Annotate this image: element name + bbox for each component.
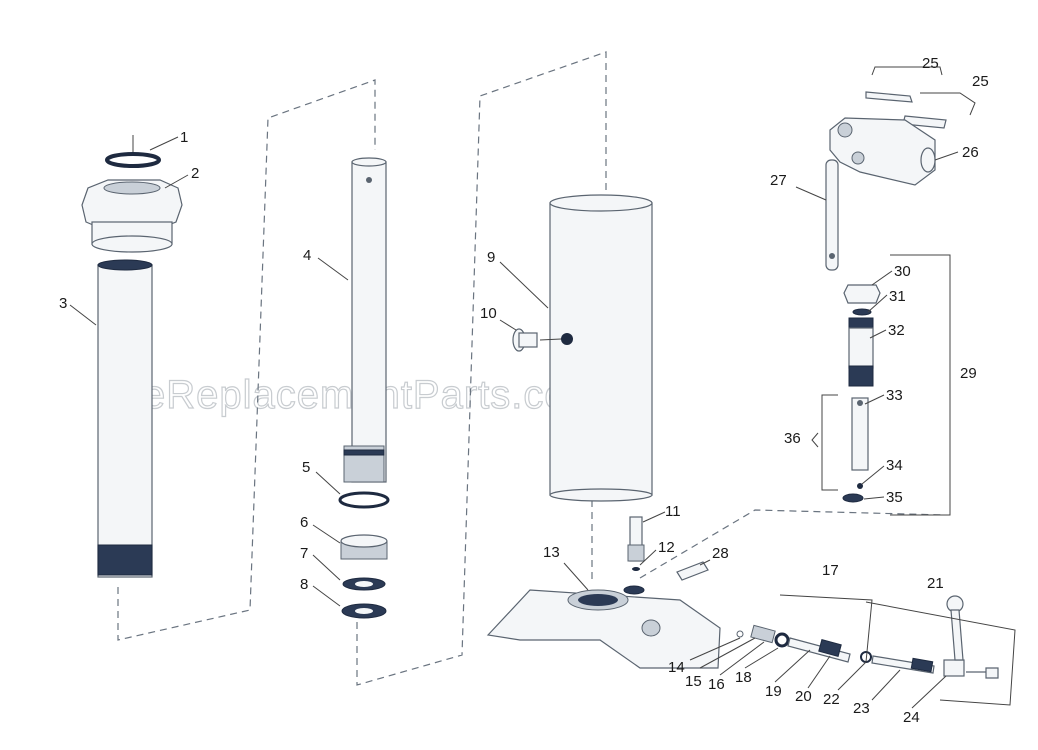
callout-1: 1	[180, 129, 188, 146]
callout-5: 5	[302, 459, 310, 476]
callout-13: 13	[543, 544, 560, 561]
callout-4: 4	[303, 247, 311, 264]
dashed-assembly-lines	[117, 51, 946, 686]
callout-34: 34	[886, 457, 903, 474]
part-10-fill-plug	[512, 328, 573, 352]
part-9-reservoir	[549, 194, 653, 502]
parts-22-24-pump	[860, 651, 999, 679]
callout-22: 22	[823, 691, 840, 708]
callout-16: 16	[708, 676, 725, 693]
part-13-base	[486, 585, 721, 669]
part-2-top-nut	[81, 179, 183, 253]
callout-2: 2	[191, 165, 199, 182]
callout-19: 19	[765, 683, 782, 700]
parts-30-35-plunger	[842, 284, 881, 503]
leader-lines	[69, 136, 959, 709]
callout-12: 12	[658, 539, 675, 556]
callout-labels: 1 2 3 4 5 6 7 8 9 10 11 12 13 14 15 16 1…	[59, 55, 989, 726]
callout-23: 23	[853, 700, 870, 717]
callout-8: 8	[300, 576, 308, 593]
callout-11: 11	[665, 503, 681, 520]
callout-33: 33	[886, 387, 903, 404]
parts-25-26-pump-head	[829, 91, 947, 186]
callout-25a: 25	[922, 55, 939, 72]
callout-30: 30	[894, 263, 911, 280]
callout-27: 27	[770, 172, 787, 189]
callout-24: 24	[903, 709, 920, 726]
callout-7: 7	[300, 545, 308, 562]
callout-15: 15	[685, 673, 702, 690]
part-27-link	[825, 159, 839, 271]
callout-31: 31	[889, 288, 906, 305]
callout-17: 17	[822, 562, 839, 579]
group-brackets	[779, 66, 1016, 706]
callout-36: 36	[784, 430, 801, 447]
part-21-handle	[946, 595, 964, 661]
parts-14-20-valve	[736, 624, 851, 663]
callout-29: 29	[960, 365, 977, 382]
parts-11-12-28	[627, 516, 709, 581]
part-3-outer-tube	[97, 259, 153, 578]
callout-35: 35	[886, 489, 903, 506]
callout-32: 32	[888, 322, 905, 339]
parts-5-8-seals	[338, 491, 390, 619]
callout-14: 14	[668, 659, 685, 676]
callout-18: 18	[735, 669, 752, 686]
callout-28: 28	[712, 545, 729, 562]
part-1-ring	[105, 135, 161, 168]
callout-26: 26	[962, 144, 979, 161]
part-4-ram	[343, 157, 387, 483]
callout-3: 3	[59, 295, 67, 312]
callout-21: 21	[927, 575, 944, 592]
callout-9: 9	[487, 249, 495, 266]
callout-6: 6	[300, 514, 308, 531]
callout-20: 20	[795, 688, 812, 705]
callout-10: 10	[480, 305, 497, 322]
callout-25b: 25	[972, 73, 989, 90]
